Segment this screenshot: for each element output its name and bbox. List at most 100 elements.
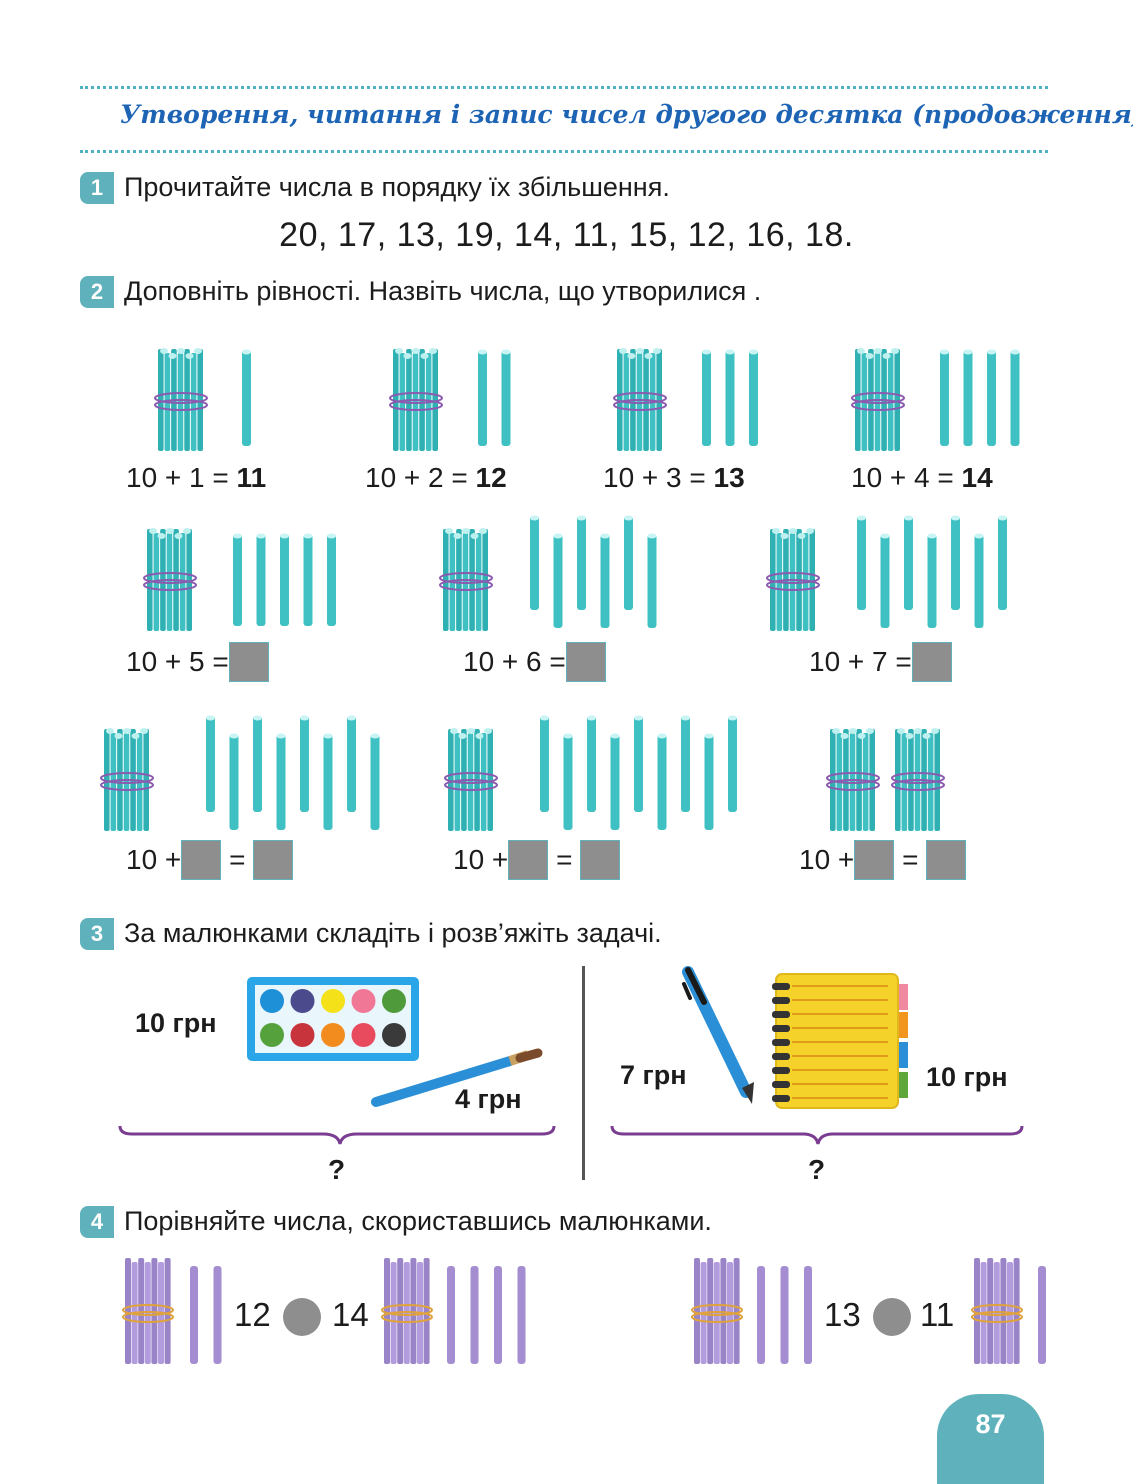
compare-right-a: 13 [824, 1296, 861, 1333]
paint-well [351, 989, 376, 1013]
single-stick [634, 716, 643, 812]
single-stick [478, 350, 487, 446]
task-2-text: Доповніть рівності. Назвіть числа, що ут… [124, 276, 762, 306]
equation-lhs: 10 + 1 = [126, 462, 229, 493]
single-stick [256, 534, 266, 626]
paint-well [260, 1023, 284, 1047]
equation-10-plus-4: 10 + 4 = 14 [851, 462, 993, 494]
addend-box[interactable] [854, 840, 895, 880]
single-stick [728, 716, 737, 812]
paint-brush-icon [371, 1048, 543, 1107]
paint-well [290, 989, 315, 1013]
bottom-dotted-rule [80, 150, 1048, 153]
equation-lhs: 10 + [453, 844, 509, 875]
single-stick [253, 716, 262, 812]
equation-answer: 13 [713, 462, 745, 493]
single-stick [780, 1266, 789, 1364]
single-stick [229, 734, 239, 830]
answer-box[interactable] [228, 642, 269, 682]
single-stick [242, 350, 251, 446]
task-4-number: 4 [80, 1206, 114, 1238]
left-curly-brace [118, 1125, 556, 1145]
single-stick [233, 534, 242, 626]
answer-box[interactable] [911, 642, 952, 682]
equation-10-plus-3: 10 + 3 = 13 [603, 462, 745, 494]
price-brush: 4 грн [455, 1084, 522, 1114]
notebook-icon [772, 973, 908, 1109]
single-stick [704, 734, 714, 830]
pen-icon [682, 966, 754, 1104]
stick-bundle [389, 348, 443, 451]
equation-answer: 14 [961, 462, 993, 493]
purple-bundle [691, 1258, 743, 1364]
compare-circle-left[interactable] [283, 1298, 321, 1336]
single-stick [987, 350, 996, 446]
single-stick [600, 534, 610, 628]
single-stick [681, 716, 690, 812]
single-stick [880, 534, 890, 628]
single-stick [327, 534, 336, 626]
answer-box[interactable] [565, 642, 606, 682]
answer-box[interactable] [926, 840, 967, 880]
price-pen: 7 грн [620, 1060, 687, 1090]
addend-box[interactable] [181, 840, 222, 880]
task-1-numbers: 20, 17, 13, 19, 14, 11, 15, 12, 16, 18. [279, 216, 854, 254]
single-stick [1010, 350, 1020, 446]
stick-bundle [143, 528, 197, 631]
equation-10-plus-1: 10 + 1 = 11 [126, 462, 266, 494]
task-3-number: 3 [80, 918, 114, 950]
single-stick [940, 350, 949, 446]
single-stick [702, 350, 711, 446]
equation-lhs: 10 + 7 = [809, 646, 912, 677]
single-stick [447, 1266, 455, 1364]
single-stick [804, 1266, 812, 1364]
equation-10-plus-6: 10 + 6 = [463, 642, 606, 682]
single-stick [494, 1266, 502, 1364]
equation-lhs: 10 + 6 = [463, 646, 566, 677]
single-stick [657, 734, 667, 830]
task-3-text: За малюнками складіть і розв’яжіть задач… [124, 918, 662, 948]
single-stick [190, 1266, 198, 1364]
page-number-tab: 87 [937, 1394, 1044, 1484]
single-stick [323, 734, 333, 830]
single-stick [370, 734, 380, 830]
task-2-number: 2 [80, 276, 114, 308]
paint-well [321, 1023, 345, 1047]
single-stick [927, 534, 937, 628]
equation-lhs: 10 + 5 = [126, 646, 229, 677]
equation-row3-1: 10 + = [126, 840, 294, 880]
equation-lhs: 10 + 4 = [851, 462, 954, 493]
answer-box[interactable] [253, 840, 294, 880]
compare-left-a: 12 [234, 1296, 271, 1333]
single-stick [577, 516, 586, 610]
single-stick [303, 534, 313, 626]
single-stick [530, 516, 539, 610]
addend-box[interactable] [508, 840, 549, 880]
single-stick [610, 734, 620, 830]
equation-10-plus-5: 10 + 5 = [126, 642, 269, 682]
equation-lhs: 10 + 3 = [603, 462, 706, 493]
equation-lhs: 10 + [126, 844, 182, 875]
equation-lhs: 10 + 2 = [365, 462, 468, 493]
compare-circle-right[interactable] [873, 1298, 911, 1336]
answer-box[interactable] [580, 840, 621, 880]
paint-well [260, 989, 284, 1013]
single-stick [963, 350, 973, 446]
single-stick [540, 716, 549, 812]
equation-lhs: 10 + [799, 844, 855, 875]
purple-bundle [971, 1258, 1023, 1364]
page-title: Утворення, читання і запис чисел другого… [120, 100, 1133, 129]
equation-answer: 12 [475, 462, 507, 493]
stick-bundle [766, 528, 820, 631]
question-mark-left: ? [328, 1154, 346, 1185]
price-paints: 10 грн [135, 1008, 217, 1038]
equals-sign: = [229, 844, 246, 875]
single-stick [347, 716, 356, 812]
price-notebook: 10 грн [926, 1062, 1008, 1092]
single-stick [1038, 1266, 1046, 1364]
single-stick [213, 1266, 222, 1364]
paint-well [382, 989, 406, 1013]
single-stick [280, 534, 289, 626]
equation-answer: 11 [236, 462, 267, 493]
single-stick [749, 350, 758, 446]
